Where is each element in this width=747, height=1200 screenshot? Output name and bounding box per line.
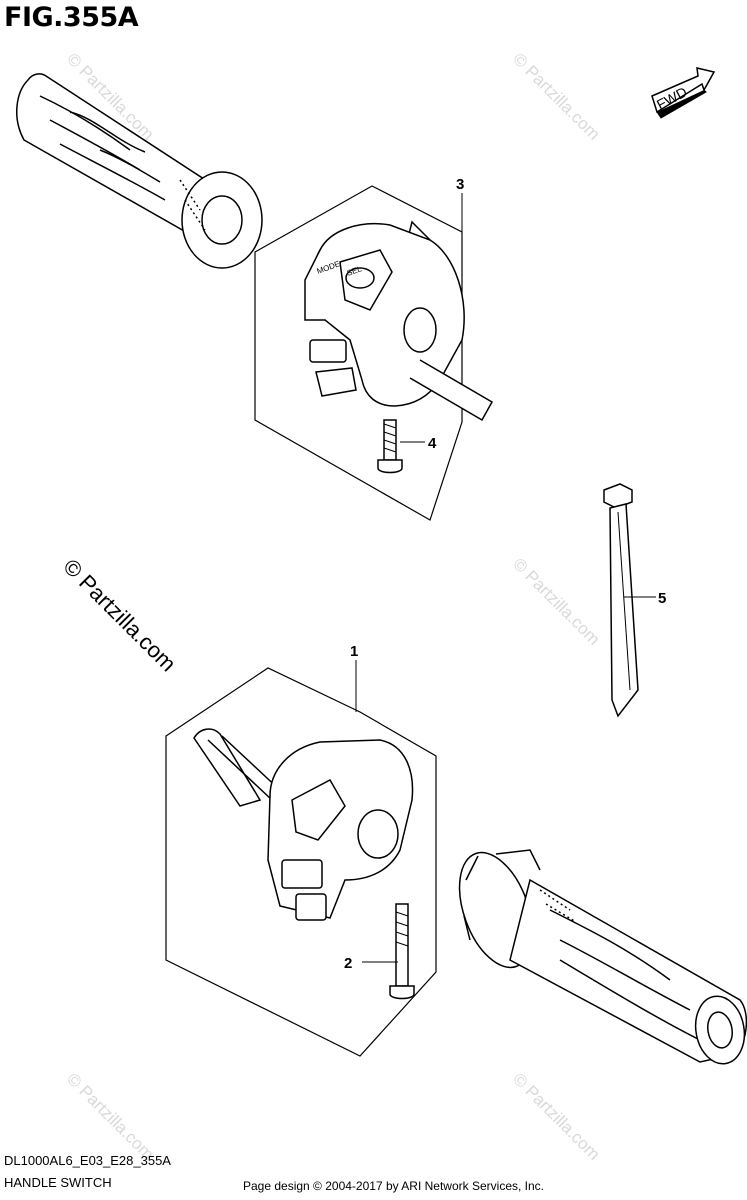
watermark-mid-right: © Partzilla.com — [509, 554, 603, 648]
assembly-frame-1 — [165, 667, 437, 1057]
cable-tie-5 — [603, 483, 639, 718]
left-grip — [458, 849, 747, 1065]
watermark-group: © Partzilla.com © Partzilla.com © Partzi… — [58, 49, 603, 1163]
copyright-footer: Page design © 2004-2017 by ARI Network S… — [243, 1179, 545, 1193]
fwd-arrow-icon: FWD — [651, 67, 716, 119]
watermark-left-dark: © Partzilla.com — [58, 554, 181, 677]
screw-2 — [389, 903, 415, 1000]
screw-4 — [377, 419, 403, 474]
assembly-frame-3 — [254, 185, 463, 521]
right-handle-switch — [304, 220, 494, 422]
callout-1: 1 — [350, 643, 358, 660]
watermark-top-right: © Partzilla.com — [509, 49, 603, 143]
callout-3: 3 — [456, 176, 464, 193]
watermark-bottom-right: © Partzilla.com — [509, 1069, 603, 1163]
figure-title: FIG.355A — [4, 2, 139, 33]
left-handle-switch — [193, 728, 414, 921]
callout-5: 5 — [658, 590, 666, 607]
watermark-bottom-left: © Partzilla.com — [63, 1069, 157, 1163]
callout-2: 2 — [344, 955, 352, 972]
callout-4: 4 — [428, 435, 437, 452]
section-name: HANDLE SWITCH — [4, 1175, 112, 1190]
right-grip — [16, 73, 263, 269]
model-code: DL1000AL6_E03_E28_355A — [4, 1153, 171, 1168]
